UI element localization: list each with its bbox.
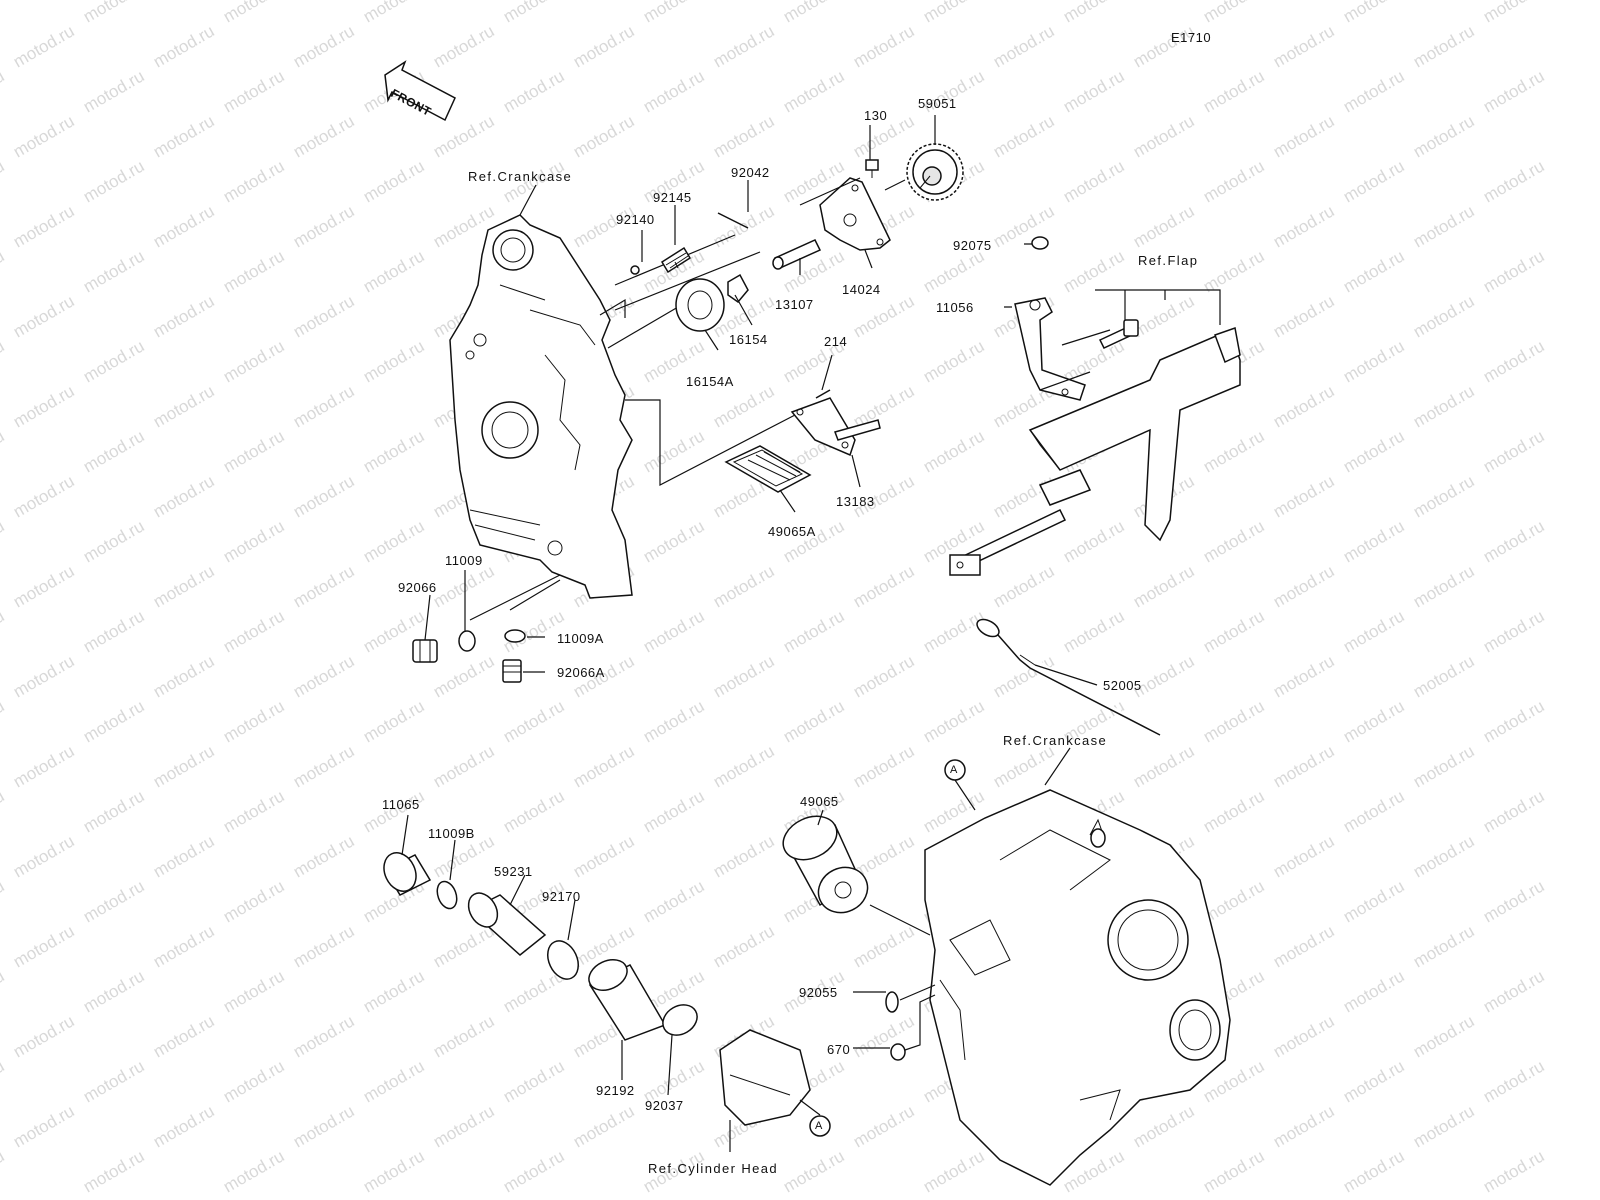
part-11056-shape [1014, 297, 1086, 401]
part-92075-shape [1031, 236, 1049, 250]
part-label-130: 130 [864, 108, 888, 123]
cylinder-head-duct-shape [719, 1029, 811, 1126]
part-92170-shape [547, 940, 579, 980]
part-214-shape [815, 389, 831, 399]
ref-crankcase-bottom: Ref.Crankcase [1003, 733, 1108, 748]
part-49065A-shape [724, 445, 812, 493]
part-label-14024: 14024 [842, 282, 881, 297]
part-label-92192: 92192 [596, 1083, 635, 1098]
part-92055-shape [885, 991, 899, 1013]
part-label-13183: 13183 [836, 494, 875, 509]
part-label-92055: 92055 [799, 985, 838, 1000]
part-label-13107: 13107 [775, 297, 814, 312]
part-11065-shape [383, 852, 432, 896]
part-label-92066A: 92066A [557, 665, 605, 680]
part-label-11009B: 11009B [428, 826, 475, 841]
part-92042-shape [717, 212, 749, 229]
part-label-214: 214 [824, 334, 848, 349]
part-label-59231: 59231 [494, 864, 533, 879]
part-92192-shape [588, 959, 667, 1041]
callout-a-bottom-circle [809, 1115, 831, 1137]
part-92140-shape [630, 265, 640, 275]
part-label-49065A: 49065A [768, 524, 816, 539]
callout-a-bottom: A [815, 1120, 823, 1132]
part-label-92037: 92037 [645, 1098, 684, 1113]
part-label-49065: 49065 [800, 794, 839, 809]
part-59051-gear-icon [906, 143, 964, 201]
diagram-code: E1710 [1171, 30, 1212, 45]
part-92066A-shape [502, 659, 522, 683]
part-label-92075: 92075 [953, 238, 992, 253]
front-arrow-icon [384, 60, 456, 122]
part-670-shape [890, 1043, 906, 1061]
part-label-11065: 11065 [382, 797, 420, 812]
part-16154A-shape [675, 278, 725, 332]
part-label-59051: 59051 [918, 96, 957, 111]
ref-flap-bolt-shape [1098, 319, 1139, 349]
ref-cylinder-head: Ref.Cylinder Head [648, 1161, 779, 1176]
part-label-11056: 11056 [936, 300, 974, 315]
part-92145-shape [660, 246, 692, 274]
part-label-92140: 92140 [616, 212, 655, 227]
part-92066-shape [412, 639, 438, 663]
part-49065-oil-filter-shape [782, 815, 869, 914]
part-label-16154: 16154 [729, 332, 768, 347]
part-label-92042: 92042 [731, 165, 770, 180]
part-52005-dipstick-shape [976, 618, 1161, 736]
callout-a-top-circle [944, 759, 966, 781]
part-13107-shape [772, 239, 822, 270]
part-label-11009A: 11009A [557, 631, 604, 646]
part-16154-shape [727, 273, 749, 304]
part-59231-shape [467, 892, 547, 956]
part-label-52005: 52005 [1103, 678, 1142, 693]
part-label-92066: 92066 [398, 580, 437, 595]
part-11009-shape [458, 630, 476, 652]
part-11009A-shape [504, 629, 526, 643]
part-label-92145: 92145 [653, 190, 692, 205]
part-92037-shape [662, 1004, 698, 1036]
callout-a-top: A [950, 764, 958, 776]
crankcase-cover-top [449, 214, 633, 599]
part-13183-shape [790, 397, 881, 457]
ref-flap: Ref.Flap [1138, 253, 1199, 268]
part-130-shape [865, 159, 879, 178]
part-label-670: 670 [827, 1042, 851, 1057]
part-11009B-shape [436, 880, 458, 910]
part-label-92170: 92170 [542, 889, 581, 904]
part-label-16154A: 16154A [686, 374, 734, 389]
ref-crankcase-top: Ref.Crankcase [468, 169, 573, 184]
part-label-11009: 11009 [445, 553, 483, 568]
crankcase-bottom [924, 789, 1231, 1186]
flap-linkage-shape [949, 327, 1241, 576]
part-14024-shape [819, 177, 891, 251]
